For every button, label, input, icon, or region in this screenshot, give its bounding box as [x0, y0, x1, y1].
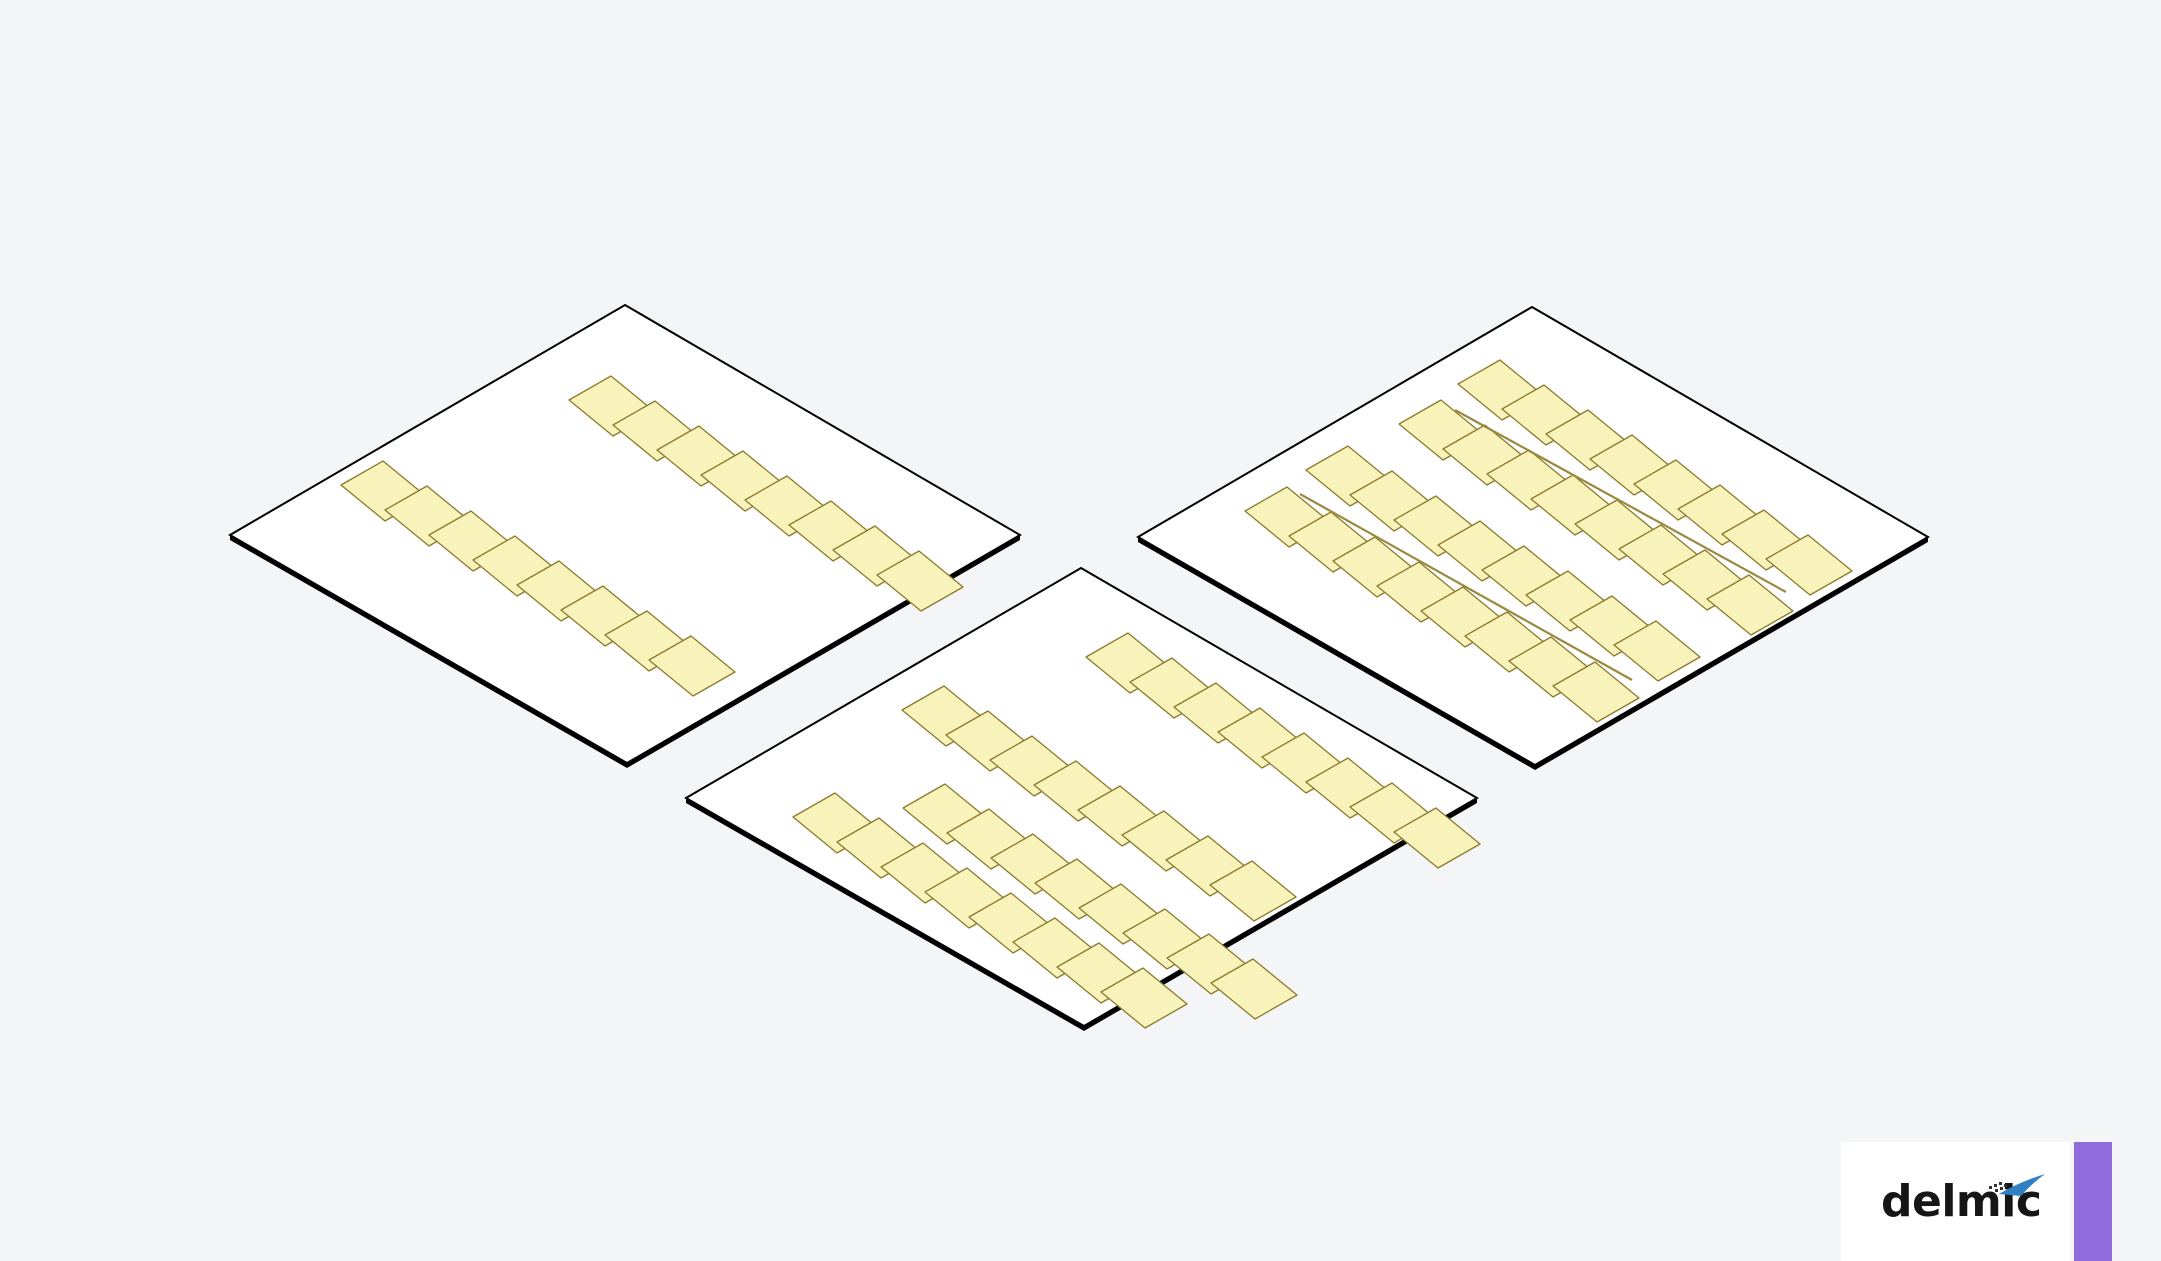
tile: [1765, 534, 1853, 596]
tile: [1210, 958, 1298, 1020]
sample-slab: [228, 303, 1022, 765]
slab-edge-left: [1138, 537, 1535, 770]
tile: [648, 635, 736, 697]
delmic-swoosh-icon: [1989, 1174, 2045, 1196]
tile: [1552, 661, 1640, 723]
sample-panel-four-rows-with-dividers: [1136, 305, 1930, 770]
sample-panel-two-rows: [228, 303, 1022, 768]
accent-bar: [2074, 1142, 2112, 1261]
tile: [1613, 620, 1701, 682]
slab-edge-right: [1535, 537, 1928, 770]
sample-slab: [1136, 305, 1930, 767]
row-divider: [1299, 493, 1633, 681]
sample-panel-four-rows: [684, 566, 1481, 1031]
row-divider: [1454, 409, 1787, 593]
slab-edge-right: [1084, 798, 1477, 1031]
logo-card: delmic: [1841, 1142, 2070, 1261]
tile: [876, 550, 964, 612]
tile: [1706, 574, 1794, 636]
slab-edge-left: [230, 535, 627, 768]
tile: [1209, 860, 1297, 922]
tile: [1393, 807, 1481, 869]
logo-wordmark: delmic: [1881, 1176, 2042, 1227]
tile: [1100, 967, 1188, 1029]
slab-edge-left: [686, 798, 1084, 1031]
